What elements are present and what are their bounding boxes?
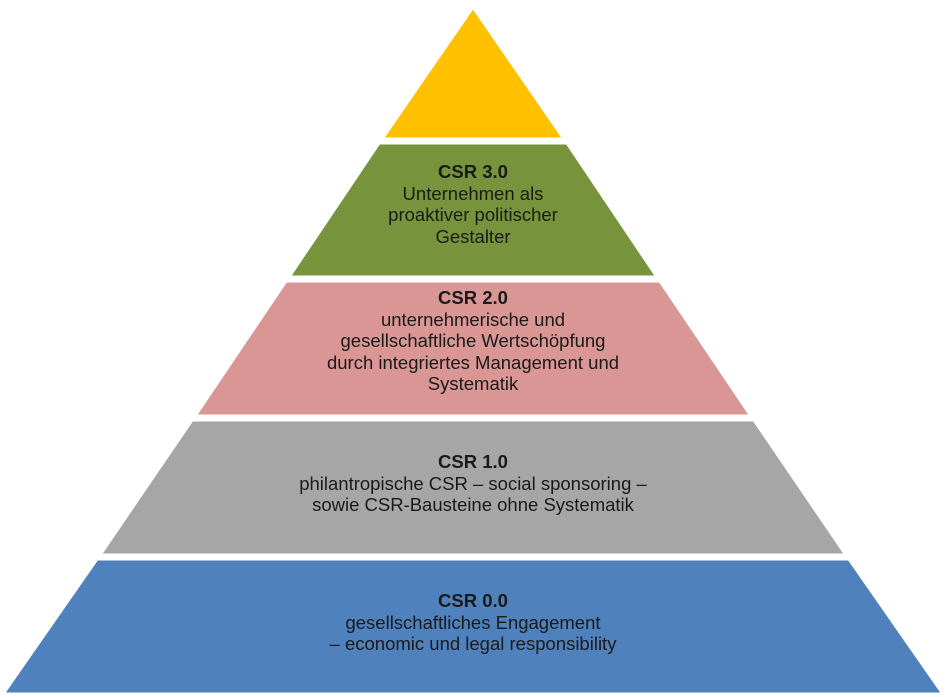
level-csr-0-title: CSR 0.0 <box>438 590 508 611</box>
pyramid-level-csr-0 <box>0 557 946 696</box>
pyramid-level-csr-3 <box>286 141 660 279</box>
level-csr-2-description: unternehmerische und gesellschaftliche W… <box>326 308 620 395</box>
level-csr-2-title: CSR 2.0 <box>438 287 508 308</box>
pyramid-level-csr-1 <box>97 418 849 557</box>
level-csr-0-description: gesellschaftliches Engagement – economic… <box>329 611 617 655</box>
level-csr-3-title: CSR 3.0 <box>438 161 508 182</box>
level-csr-1-description: philantropische CSR – social sponsoring … <box>299 472 647 516</box>
level-csr-3-description: Unternehmen als proaktiver politischer G… <box>388 182 558 247</box>
level-csr-3-label: CSR 3.0 Unternehmen als proaktiver polit… <box>0 161 946 247</box>
level-csr-1-title: CSR 1.0 <box>438 451 508 472</box>
level-csr-0-label: CSR 0.0 gesellschaftliches Engagement – … <box>0 590 946 655</box>
level-csr-1-label: CSR 1.0 philantropische CSR – social spo… <box>0 451 946 516</box>
level-csr-2-label: CSR 2.0 unternehmerische und gesellschaf… <box>0 287 946 395</box>
pyramid-level-csr-2 <box>192 279 754 418</box>
pyramid-level-apex <box>379 4 567 141</box>
